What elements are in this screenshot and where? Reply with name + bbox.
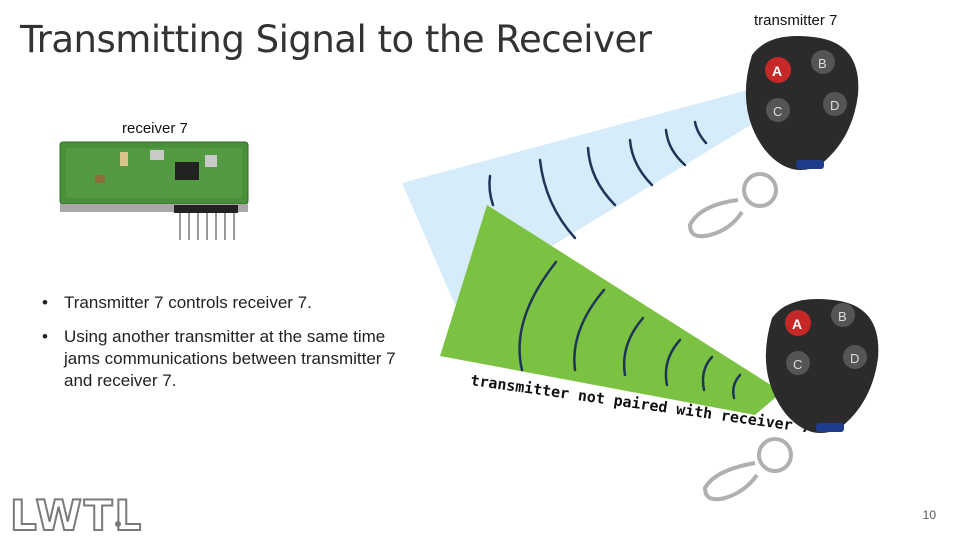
page-number: 10: [922, 508, 936, 522]
wave-arc: [664, 338, 682, 387]
jammer-button-a: A: [792, 316, 802, 332]
logo-text: LWTL: [10, 491, 143, 540]
wave-arc: [628, 138, 654, 187]
receiver-board: [59, 141, 249, 240]
wave-arc: [693, 120, 708, 145]
lwtl-logo: LWTL: [9, 490, 143, 540]
wave-arc: [488, 174, 495, 207]
jammer-button-d: D: [850, 351, 859, 366]
jamming-remote: A B C D: [702, 299, 879, 502]
wave-arc: [538, 158, 577, 240]
wave-arc: [732, 373, 742, 400]
wave-arc: [664, 128, 687, 167]
wave-arc: [586, 146, 617, 207]
remote-button-d: D: [830, 98, 839, 113]
remote-button-c: C: [773, 104, 782, 119]
wave-arc: [701, 355, 714, 392]
bullet-item: Transmitter 7 controls receiver 7.: [30, 292, 410, 314]
jammer-button-c: C: [793, 357, 802, 372]
wave-arc: [573, 288, 606, 372]
signal-beam-green: [440, 205, 782, 415]
bullet-item: Using another transmitter at the same ti…: [30, 326, 410, 392]
wave-arc: [622, 316, 645, 377]
remote-button-a: A: [772, 63, 782, 79]
jammer-button-b: B: [838, 309, 847, 324]
blue-wave-arcs: [488, 120, 708, 240]
transmitter-label: transmitter 7: [754, 12, 838, 29]
green-wave-arcs: [518, 260, 742, 400]
receiver-label: receiver 7: [122, 120, 188, 137]
slide-title: Transmitting Signal to the Receiver: [20, 18, 652, 61]
remote-button-b: B: [818, 56, 827, 71]
bullet-list: Transmitter 7 controls receiver 7. Using…: [30, 292, 410, 404]
wave-arc: [518, 260, 558, 372]
transmitter-7-remote: A B C D: [687, 36, 859, 239]
